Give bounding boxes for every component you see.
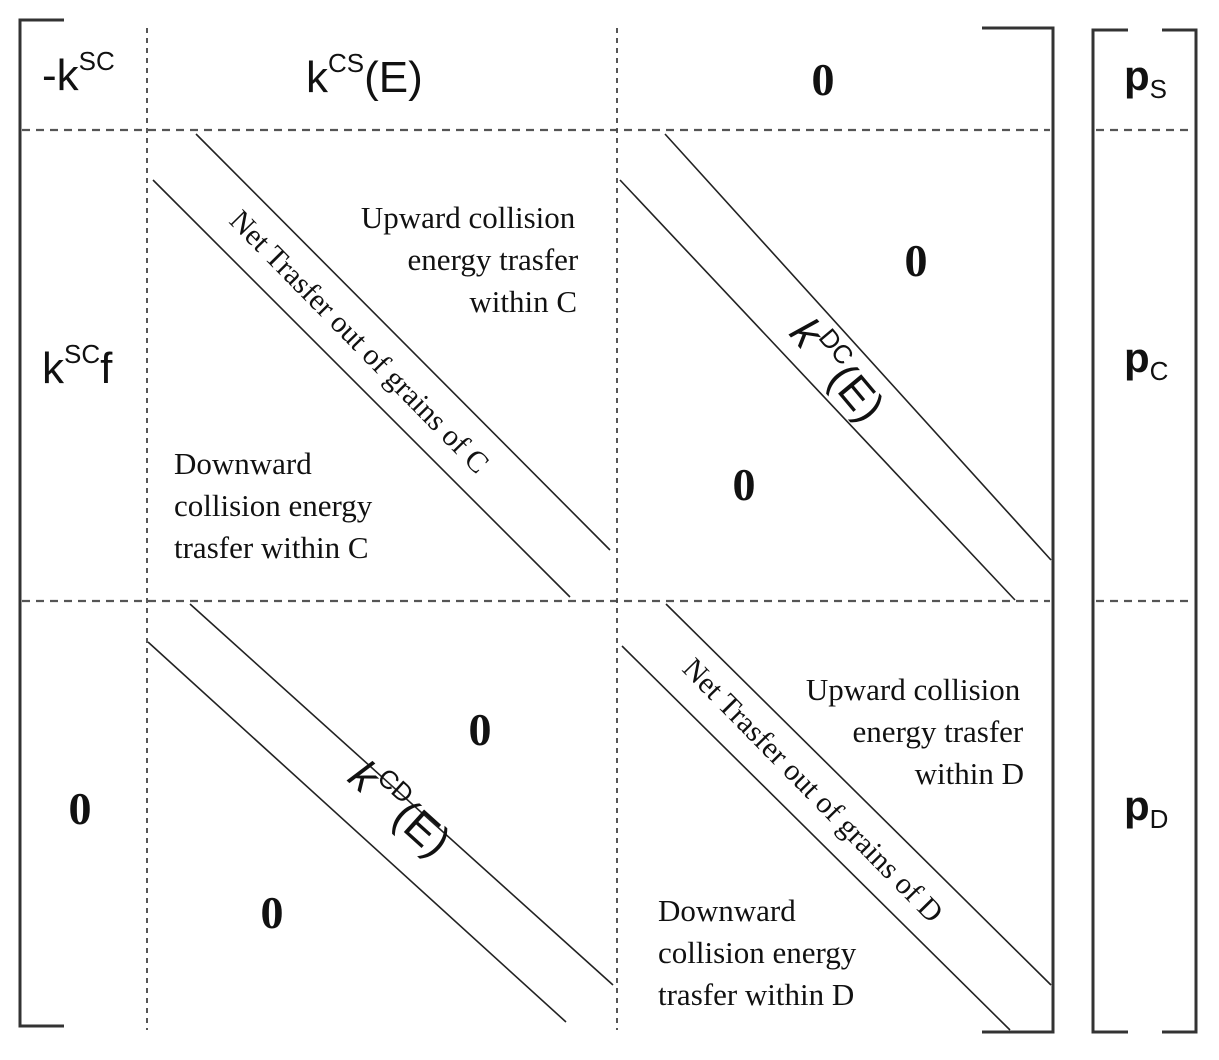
vector-left-bracket	[1091, 28, 1128, 1034]
cell-ss-label: -kSC	[42, 46, 115, 100]
vector-p-d-subscript: D	[1150, 804, 1169, 834]
band-dc-upper-line	[189, 603, 614, 986]
dd-upward-line-2: energy trasfer	[853, 714, 1024, 749]
band-cc-lower-line	[152, 179, 571, 598]
dd-downward-line-1: Downward	[658, 893, 796, 928]
vector-p-d-base: p	[1124, 782, 1150, 829]
cell-cs-base: k	[42, 344, 65, 393]
band-dd-lower-line	[621, 645, 1011, 1031]
dd-upward-line-3: within D	[915, 756, 1024, 791]
cc-upward-line-3: within C	[469, 284, 577, 319]
band-dc-lower-line	[147, 641, 567, 1023]
dd-downward-line-3: trasfer within D	[658, 977, 854, 1012]
band-cc-upper-line	[195, 133, 611, 551]
cc-upward-text: Upward collision energy trasfer within C	[361, 200, 586, 319]
vector-p-c: pC	[1124, 334, 1168, 386]
band-cd-upper-line	[664, 133, 1052, 561]
cc-upward-line-1: Upward collision	[361, 200, 576, 235]
cc-downward-line-3: trasfer within C	[174, 530, 369, 565]
dd-upward-line-1: Upward collision	[806, 672, 1021, 707]
band-cd-lower-line	[619, 179, 1016, 601]
vector-p-s-subscript: S	[1150, 74, 1167, 104]
vector-p-c-base: p	[1124, 334, 1150, 381]
cell-sc-base: k	[306, 53, 329, 102]
vector-p-s: pS	[1124, 52, 1167, 104]
cd-rate-suffix: (E)	[819, 355, 894, 431]
cc-downward-text: Downward collision energy trasfer within…	[174, 446, 380, 565]
dd-downward-text: Downward collision energy trasfer within…	[658, 893, 864, 1012]
cd-zero-lower: 0	[733, 459, 756, 510]
dc-zero-upper: 0	[469, 704, 492, 755]
cell-ds-zero: 0	[69, 783, 92, 834]
vector-p-s-base: p	[1124, 52, 1150, 99]
dc-rate-label: kCD(E)	[339, 747, 463, 866]
cc-upward-line-2: energy trasfer	[408, 242, 579, 277]
cell-sc-suffix: (E)	[364, 53, 423, 102]
cc-downward-line-2: collision energy	[174, 488, 373, 523]
cell-cs-suffix: f	[100, 344, 113, 393]
cell-ss-prefix: -k	[42, 51, 80, 100]
band-dd-upper-line	[665, 603, 1052, 986]
cc-downward-line-1: Downward	[174, 446, 312, 481]
cd-zero-upper: 0	[905, 235, 928, 286]
dd-upward-text: Upward collision energy trasfer within D	[806, 672, 1031, 791]
vector-p-c-subscript: C	[1150, 356, 1169, 386]
dd-downward-line-2: collision energy	[658, 935, 857, 970]
dc-zero-lower: 0	[261, 887, 284, 938]
matrix-right-bracket	[982, 26, 1055, 1034]
vector-p-d: pD	[1124, 782, 1168, 834]
cell-ss-superscript: SC	[79, 46, 115, 76]
cell-cs-label: kSCf	[42, 339, 113, 393]
cell-sc-label: kCS(E)	[306, 48, 423, 102]
matrix-left-bracket	[18, 18, 64, 1028]
vector-right-bracket	[1162, 28, 1198, 1034]
cell-cs-superscript: SC	[64, 339, 100, 369]
cell-sd-zero: 0	[812, 54, 835, 105]
cell-sc-superscript: CS	[328, 48, 364, 78]
